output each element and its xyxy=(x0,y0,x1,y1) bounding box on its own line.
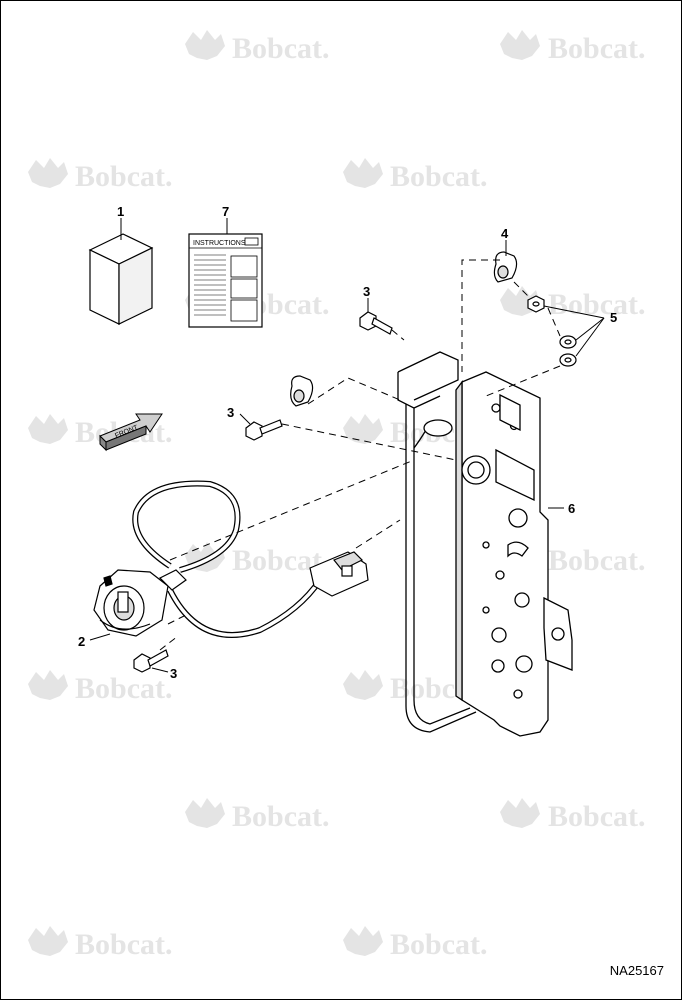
part-sensor-harness xyxy=(93,480,369,638)
figure-id: NA25167 xyxy=(609,963,664,978)
callout-6: 6 xyxy=(568,501,575,516)
part-clamp xyxy=(290,251,518,407)
callout-3-middle: 3 xyxy=(227,405,234,420)
callout-5: 5 xyxy=(610,310,617,325)
callout-1: 1 xyxy=(117,204,124,219)
callout-4: 4 xyxy=(501,226,509,241)
callout-7: 7 xyxy=(222,204,229,219)
watermark-text: Bobcat. xyxy=(75,928,173,961)
watermark-layer: Bobcat. Bobcat. Bobcat. Bobcat. Bobcat. … xyxy=(28,30,646,961)
watermark-text: Bobcat. xyxy=(390,928,488,961)
part-box xyxy=(88,233,154,325)
watermark-text: Bobcat. xyxy=(75,672,173,705)
watermark-text: Bobcat. xyxy=(548,544,646,577)
part-mounting-plate xyxy=(455,371,573,737)
part-instructions-sheet xyxy=(188,233,263,328)
callout-2: 2 xyxy=(78,634,85,649)
front-arrow xyxy=(99,413,163,452)
assembly-lines xyxy=(159,259,561,651)
watermark-text: Bobcat. xyxy=(75,160,173,193)
watermark-text: Bobcat. xyxy=(548,32,646,65)
callout-3-lower: 3 xyxy=(170,666,177,681)
part-nut xyxy=(527,295,577,367)
watermark-text: Bobcat. xyxy=(232,800,330,833)
callout-3-upper: 3 xyxy=(363,284,370,299)
instructions-title: INSTRUCTIONS xyxy=(193,240,246,247)
watermark-text: Bobcat. xyxy=(548,800,646,833)
watermark-text: Bobcat. xyxy=(390,160,488,193)
watermark-text: Bobcat. xyxy=(232,32,330,65)
watermark-text: Bobcat. xyxy=(548,288,646,321)
part-loop-bracket xyxy=(397,351,477,733)
part-bolt xyxy=(133,311,393,673)
